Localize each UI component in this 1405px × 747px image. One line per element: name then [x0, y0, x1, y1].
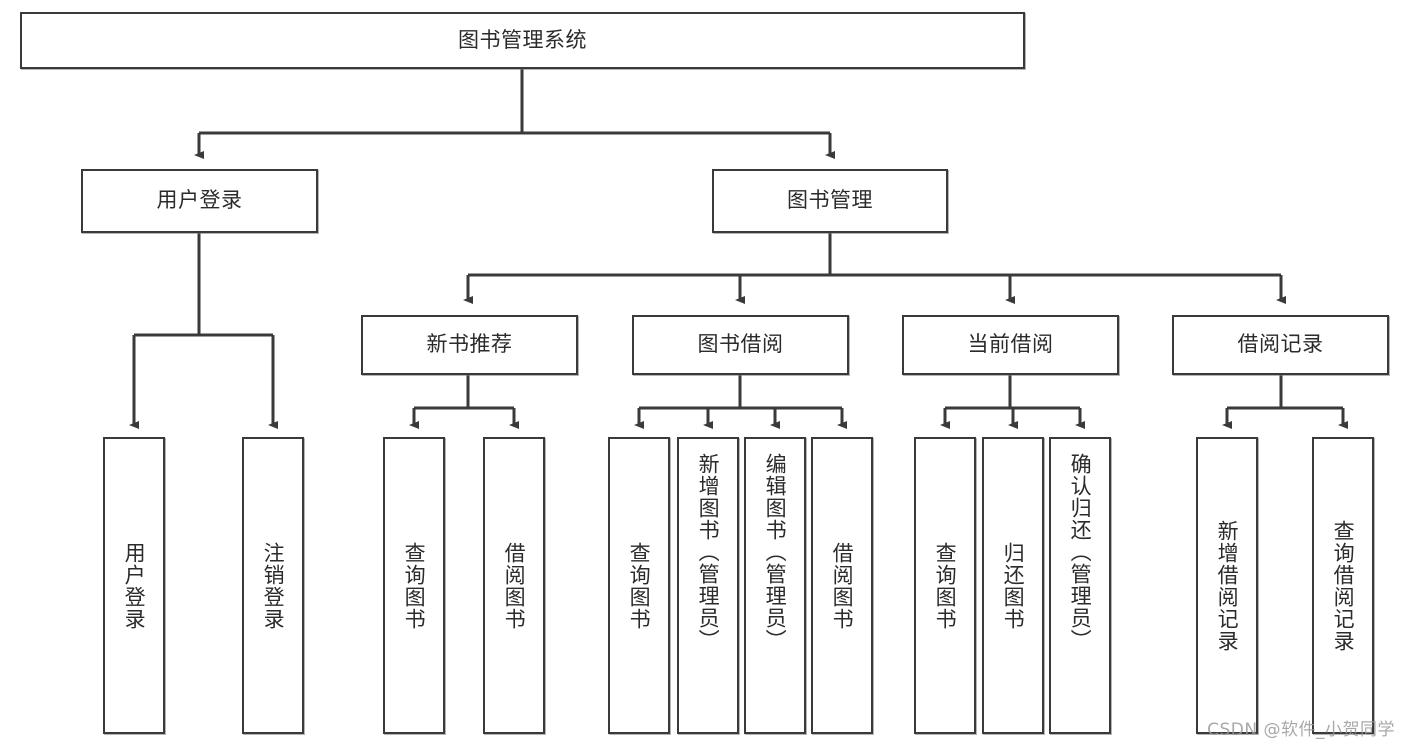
node-new-book-recommend[interactable]: 新书推荐 [361, 315, 578, 375]
node-label: 图书借阅 [697, 332, 784, 357]
node-label: 用户登录 [156, 188, 243, 213]
node-label: 借阅记录 [1237, 332, 1324, 357]
node-label: 新书推荐 [426, 332, 513, 357]
node-label: 图书管理 [787, 188, 873, 213]
leaf-borrow-edit-book-admin[interactable]: 编辑图书（管理员） [744, 437, 806, 734]
leaf-current-confirm-return-admin[interactable]: 确认归还（管理员） [1049, 437, 1111, 734]
node-label: 新增图书（管理员） [696, 453, 721, 651]
leaf-recommend-query-book[interactable]: 查询图书 [383, 437, 445, 734]
node-root-system[interactable]: 图书管理系统 [20, 12, 1025, 69]
leaf-current-return-book[interactable]: 归还图书 [982, 437, 1044, 734]
node-borrow-record[interactable]: 借阅记录 [1172, 315, 1389, 375]
leaf-borrow-add-book-admin[interactable]: 新增图书（管理员） [677, 437, 739, 734]
node-label: 查询图书 [627, 541, 652, 630]
node-label: 查询图书 [402, 541, 427, 630]
leaf-record-query-record[interactable]: 查询借阅记录 [1312, 437, 1374, 734]
node-book-management[interactable]: 图书管理 [712, 169, 948, 233]
node-current-borrow[interactable]: 当前借阅 [902, 315, 1119, 375]
node-label: 归还图书 [1001, 541, 1026, 630]
node-label: 新增借阅记录 [1215, 519, 1240, 652]
leaf-borrow-query-book[interactable]: 查询图书 [608, 437, 670, 734]
leaf-user-login-logout[interactable]: 注销登录 [242, 437, 304, 734]
node-label: 确认归还（管理员） [1068, 453, 1093, 651]
csdn-watermark: CSDN @软件_小贺同学 [1207, 720, 1395, 740]
leaf-current-query-book[interactable]: 查询图书 [914, 437, 976, 734]
node-label: 注销登录 [261, 541, 286, 630]
node-label: 用户登录 [122, 541, 147, 630]
node-user-login[interactable]: 用户登录 [81, 169, 318, 233]
node-label: 编辑图书（管理员） [763, 453, 788, 651]
node-label: 查询图书 [933, 541, 958, 630]
leaf-borrow-borrow-book[interactable]: 借阅图书 [811, 437, 873, 734]
node-label: 当前借阅 [967, 332, 1054, 357]
leaf-recommend-borrow-book[interactable]: 借阅图书 [483, 437, 545, 734]
node-label: 借阅图书 [830, 541, 855, 630]
node-label: 借阅图书 [502, 541, 527, 630]
node-label: 查询借阅记录 [1331, 519, 1356, 652]
node-label: 图书管理系统 [458, 27, 587, 52]
leaf-user-login-login[interactable]: 用户登录 [103, 437, 165, 734]
node-book-borrow[interactable]: 图书借阅 [632, 315, 849, 375]
leaf-record-add-record[interactable]: 新增借阅记录 [1196, 437, 1258, 734]
